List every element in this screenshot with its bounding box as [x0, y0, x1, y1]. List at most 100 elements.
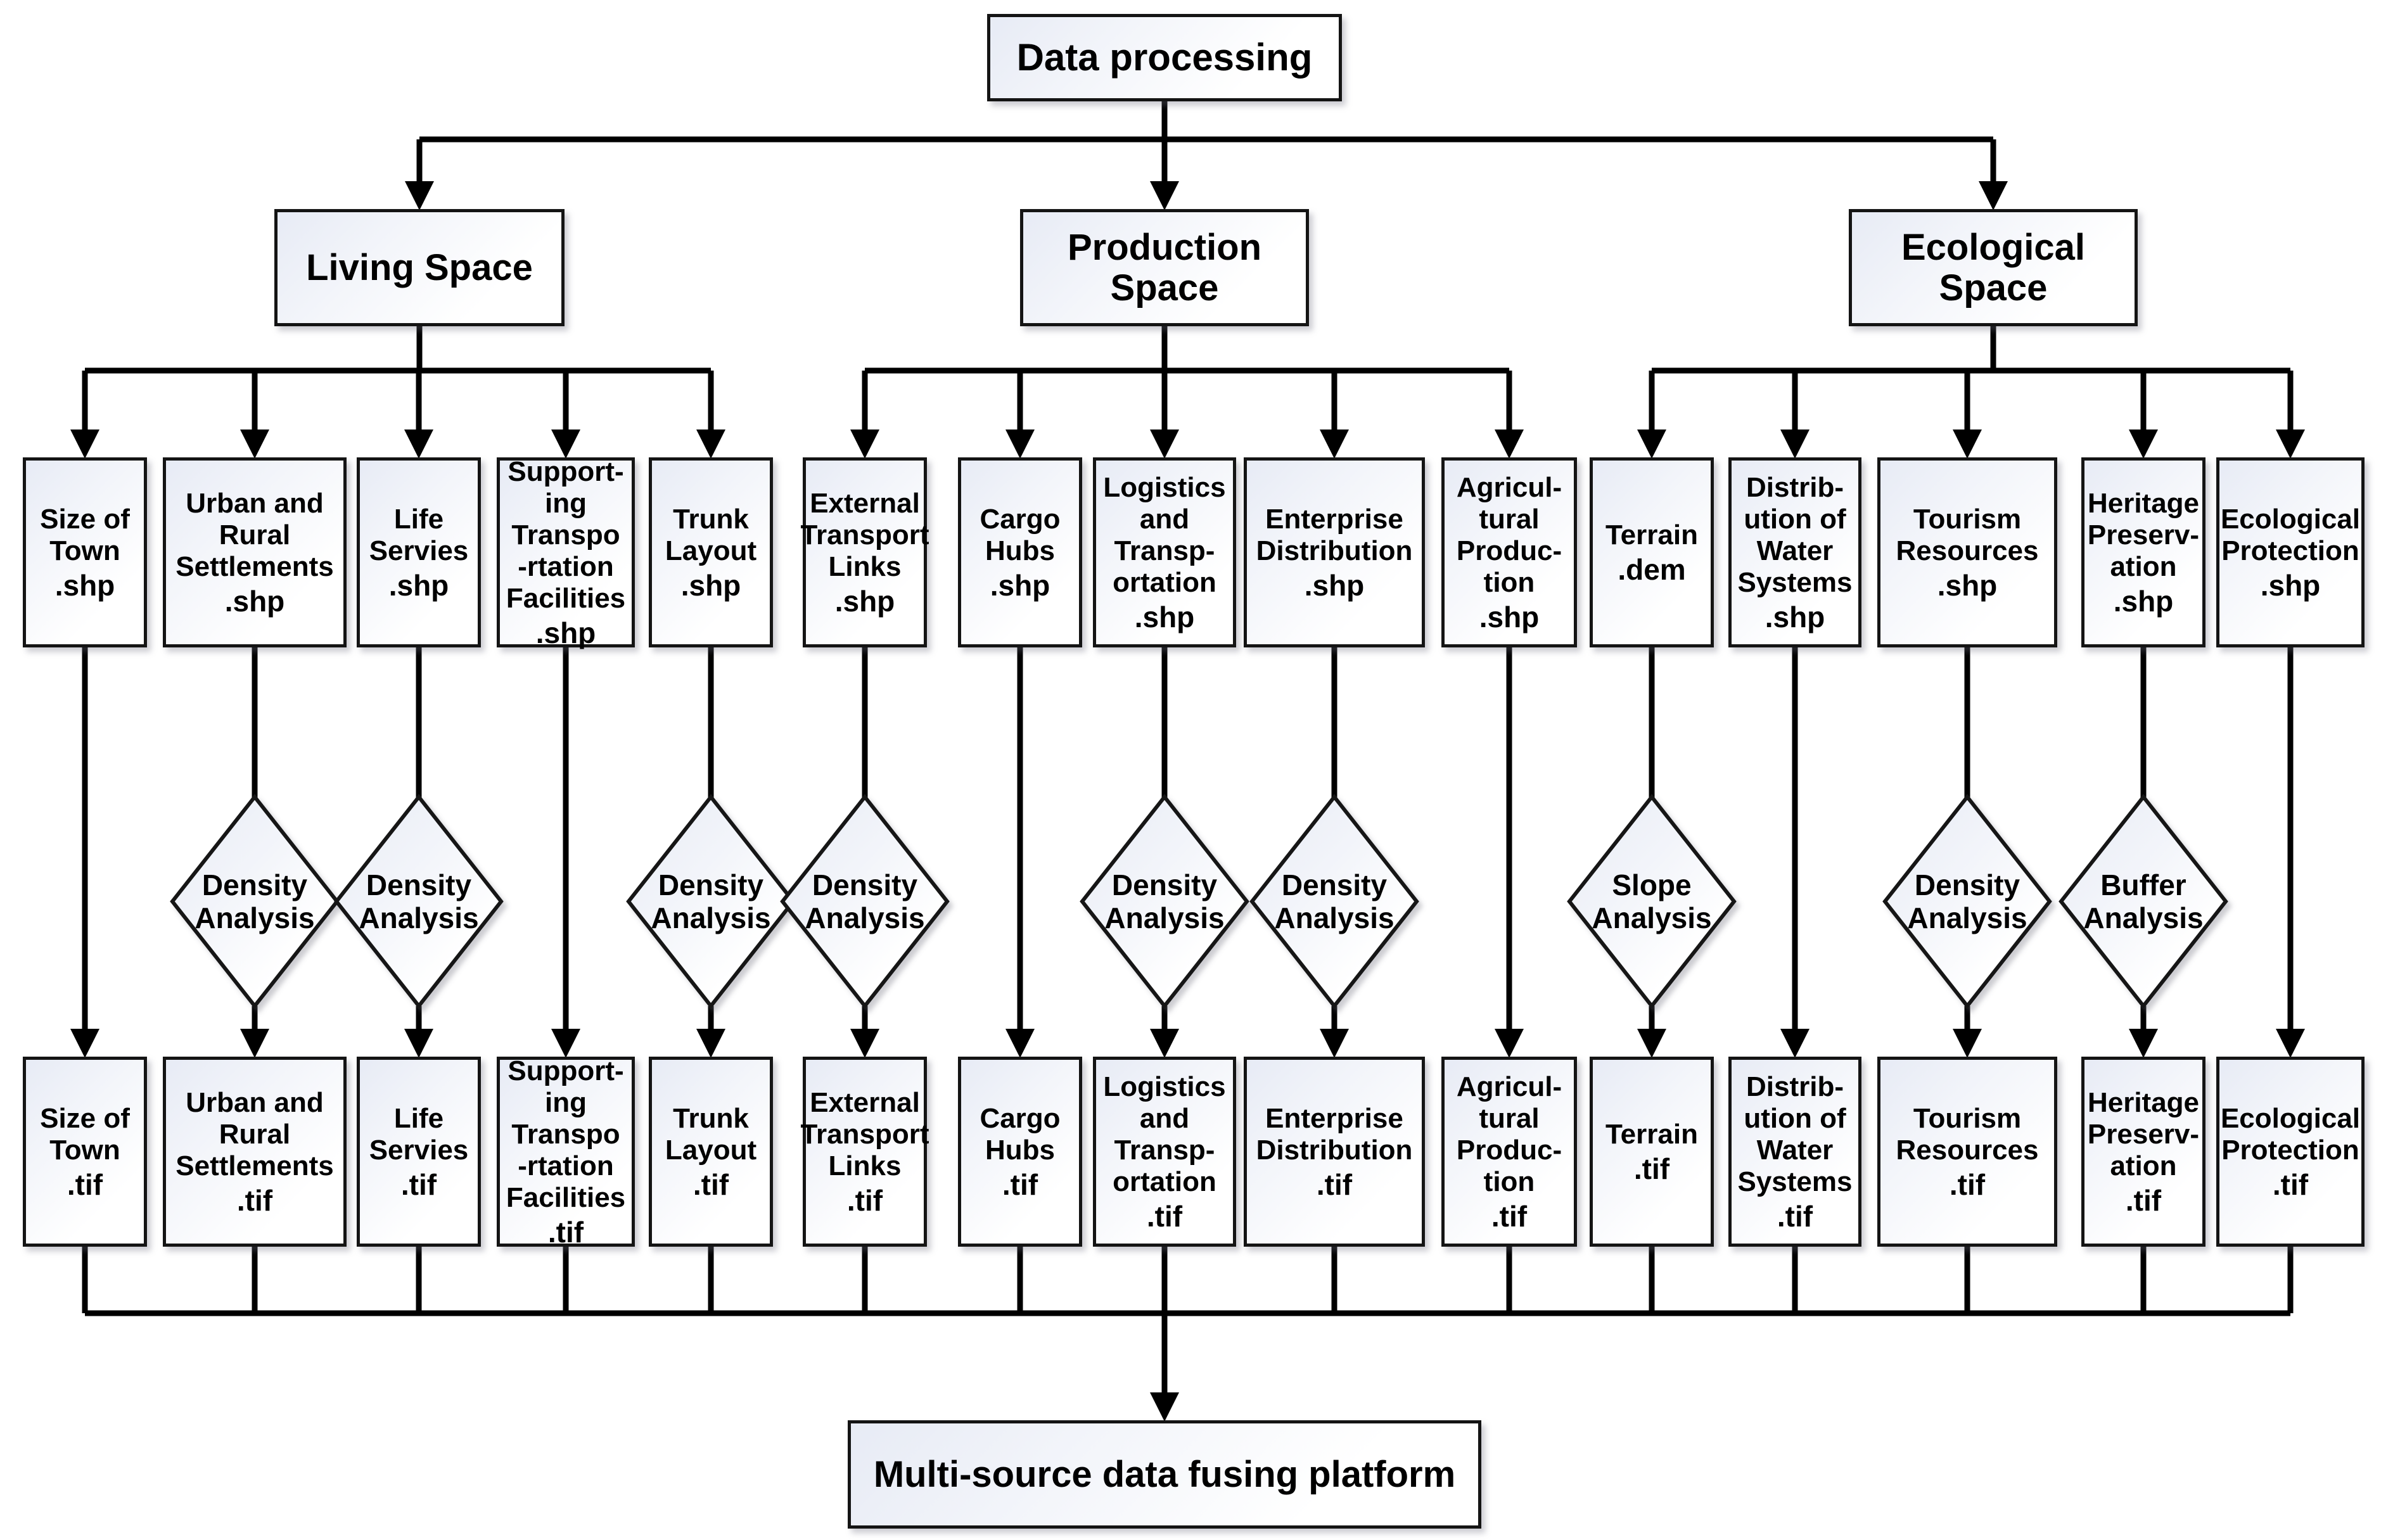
- node-label: Cargo Hubs: [980, 504, 1061, 566]
- node-label: Tourism Resources: [1896, 1103, 2039, 1166]
- source-node: Agricul- tural Produc- tion .shp: [1441, 457, 1577, 647]
- analysis-node-label: Buffer Analysis: [2083, 869, 2204, 934]
- node-label: Support- ing Transpo -rtation Facilities: [506, 456, 626, 614]
- file-extension: .tif: [400, 1168, 437, 1201]
- node-label: Living Space: [306, 246, 533, 288]
- analysis-node-label: Density Analysis: [651, 869, 771, 934]
- output-node: Size of Town .tif: [23, 1057, 147, 1247]
- node-fusing-platform: Multi-source data fusing platform: [848, 1420, 1481, 1529]
- source-node: Size of Town .shp: [23, 457, 147, 647]
- file-extension: .dem: [1618, 553, 1686, 586]
- node-label: Heritage Preserv- ation: [2087, 488, 2200, 582]
- file-extension: .shp: [1765, 601, 1825, 633]
- file-extension: .tif: [1949, 1168, 1986, 1201]
- source-node: Logistics and Transp- ortation .shp: [1093, 457, 1236, 647]
- analysis-node-label: Slope Analysis: [1592, 869, 1712, 934]
- node-label: Urban and Rural Settlements: [176, 1087, 334, 1181]
- node-label: Multi-source data fusing platform: [873, 1453, 1456, 1495]
- analysis-node-label: Density Analysis: [1907, 869, 2027, 934]
- file-extension: .shp: [1479, 601, 1540, 633]
- file-extension: .tif: [2125, 1184, 2162, 1217]
- node-label: Size of Town: [40, 1103, 130, 1166]
- node-label: External Transport Links: [800, 1087, 929, 1181]
- output-node: External Transport Links .tif: [800, 1057, 929, 1247]
- node-label: Logistics and Transp- ortation: [1103, 1071, 1226, 1197]
- analysis-node-label: Density Analysis: [195, 869, 315, 934]
- node-label: Terrain: [1605, 519, 1698, 550]
- file-extension: .shp: [1134, 601, 1195, 633]
- node-label: Distrib- ution of Water Systems: [1737, 1071, 1853, 1197]
- node-living-space: Living Space: [274, 209, 565, 326]
- source-node: Urban and Rural Settlements .shp: [163, 457, 347, 647]
- source-node: Life Servies .shp: [357, 457, 481, 647]
- source-node: Distrib- ution of Water Systems .shp: [1728, 457, 1861, 647]
- node-ecological-space: Ecological Space: [1849, 209, 2138, 326]
- file-extension: .tif: [2272, 1168, 2309, 1201]
- source-node: External Transport Links .shp: [800, 457, 929, 647]
- node-label: Trunk Layout: [665, 1103, 757, 1166]
- analysis-node-label: Density Analysis: [359, 869, 479, 934]
- source-node: Enterprise Distribution .shp: [1244, 457, 1425, 647]
- analysis-node-label: Density Analysis: [805, 869, 925, 934]
- analysis-diamonds: [170, 794, 2228, 1009]
- output-node: Heritage Preserv- ation .tif: [2081, 1057, 2205, 1247]
- node-label: External Transport Links: [800, 488, 929, 582]
- node-label: Agricul- tural Produc- tion: [1456, 1071, 1562, 1197]
- file-extension: .shp: [680, 569, 741, 602]
- output-node: Trunk Layout .tif: [649, 1057, 773, 1247]
- analysis-node-label: Density Analysis: [1104, 869, 1225, 934]
- node-label: Trunk Layout: [665, 504, 757, 566]
- source-node: Tourism Resources .shp: [1877, 457, 2057, 647]
- node-label: Agricul- tural Produc- tion: [1456, 472, 1562, 598]
- node-label: Production Space: [1067, 226, 1262, 309]
- file-extension: .tif: [1633, 1152, 1670, 1185]
- node-label: Distrib- ution of Water Systems: [1737, 472, 1853, 598]
- source-node: Support- ing Transpo -rtation Facilities…: [497, 456, 635, 649]
- arrowheads: [70, 181, 2305, 1422]
- node-label: Life Servies: [369, 504, 469, 566]
- node-label: Heritage Preserv- ation: [2087, 1087, 2200, 1181]
- file-extension: .tif: [846, 1184, 883, 1217]
- file-extension: .tif: [1002, 1168, 1038, 1201]
- node-label: Life Servies: [369, 1103, 469, 1166]
- output-node: Tourism Resources .tif: [1877, 1057, 2057, 1247]
- connector-lines: [82, 101, 2294, 1394]
- node-label: Data processing: [1016, 36, 1313, 79]
- node-label: Enterprise Distribution: [1256, 1103, 1413, 1166]
- node-label: Cargo Hubs: [980, 1103, 1061, 1166]
- file-extension: .tif: [547, 1216, 584, 1249]
- source-node: Trunk Layout .shp: [649, 457, 773, 647]
- file-extension: .shp: [2260, 569, 2321, 602]
- analysis-node-label: Density Analysis: [1274, 869, 1395, 934]
- file-extension: .tif: [1491, 1200, 1528, 1233]
- file-extension: .shp: [54, 569, 115, 602]
- output-node: Cargo Hubs .tif: [958, 1057, 1082, 1247]
- output-node: Ecological Protection .tif: [2216, 1057, 2365, 1247]
- output-node: Enterprise Distribution .tif: [1244, 1057, 1425, 1247]
- file-extension: .tif: [1146, 1200, 1183, 1233]
- node-label: Ecological Protection: [2220, 1103, 2361, 1166]
- file-extension: .shp: [388, 569, 449, 602]
- node-label: Size of Town: [40, 504, 130, 566]
- output-node: Support- ing Transpo -rtation Facilities…: [497, 1055, 635, 1249]
- file-extension: .tif: [67, 1168, 103, 1201]
- file-extension: .shp: [2113, 585, 2174, 618]
- source-node: Ecological Protection .shp: [2216, 457, 2365, 647]
- output-node: Urban and Rural Settlements .tif: [163, 1057, 347, 1247]
- node-label: Ecological Protection: [2220, 504, 2361, 566]
- node-label: Support- ing Transpo -rtation Facilities: [506, 1055, 626, 1213]
- file-extension: .shp: [535, 616, 596, 649]
- node-production-space: Production Space: [1020, 209, 1309, 326]
- output-node: Terrain .tif: [1590, 1057, 1714, 1247]
- file-extension: .shp: [1304, 569, 1365, 602]
- output-node: Agricul- tural Produc- tion .tif: [1441, 1057, 1577, 1247]
- file-extension: .tif: [1777, 1200, 1813, 1233]
- file-extension: .shp: [1937, 569, 1998, 602]
- node-label: Terrain: [1605, 1119, 1698, 1150]
- node-label: Ecological Space: [1901, 226, 2086, 309]
- node-data-processing: Data processing: [987, 14, 1342, 101]
- output-node: Distrib- ution of Water Systems .tif: [1728, 1057, 1861, 1247]
- file-extension: .tif: [693, 1168, 729, 1201]
